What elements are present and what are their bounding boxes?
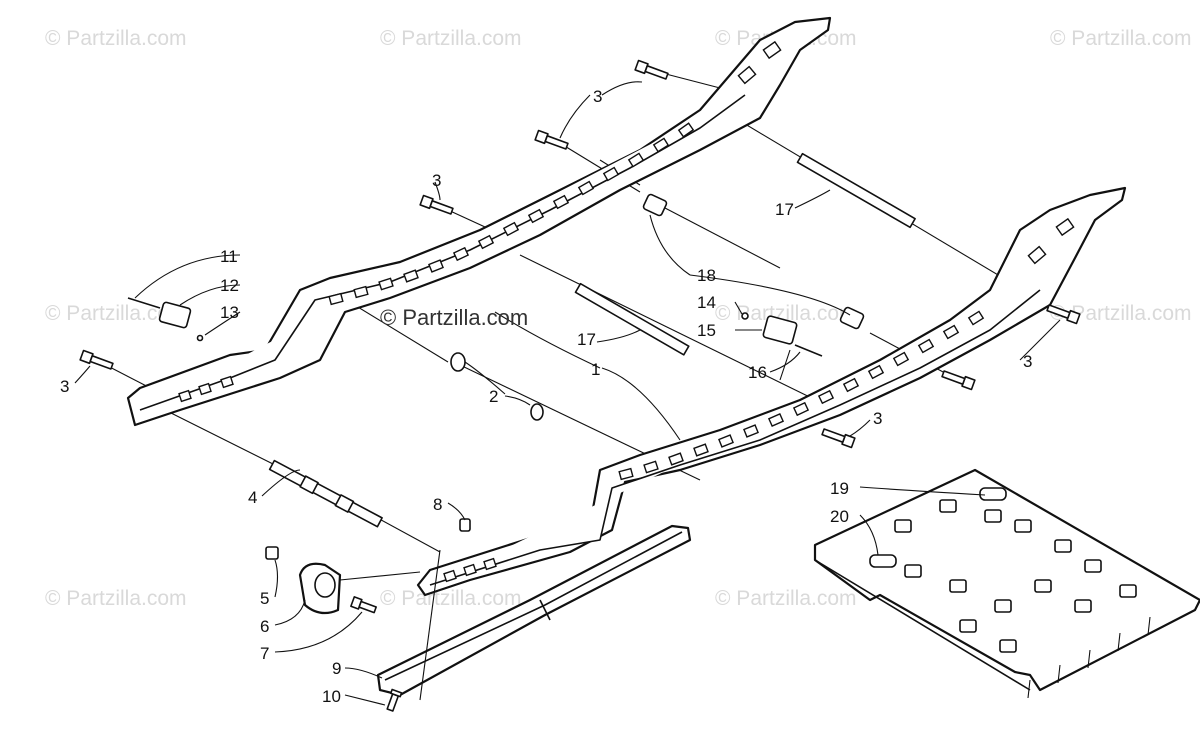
shaft-icon [796, 152, 916, 229]
block-icon [158, 301, 192, 329]
callout-12: 12 [220, 276, 239, 295]
callout-6: 6 [260, 617, 269, 636]
callout-20: 20 [830, 507, 849, 526]
axle-icon [268, 459, 383, 528]
callout-15: 15 [697, 321, 716, 340]
nut-icon [741, 312, 749, 320]
watermark-text: © Partzilla.com [1050, 302, 1192, 325]
slide [376, 524, 692, 712]
callout-17: 17 [577, 330, 596, 349]
track-clips [869, 487, 1007, 568]
wheel-cap-icon [298, 562, 342, 615]
washer-icon [450, 352, 466, 372]
rail-right [416, 186, 1127, 597]
track-lugs [894, 499, 1137, 653]
axle [268, 459, 383, 528]
rail-left [126, 16, 832, 427]
screw-icon [794, 344, 823, 357]
watermark-text: © Partzilla.com [380, 27, 522, 50]
callout-8: 8 [433, 495, 442, 514]
callout-19: 19 [830, 479, 849, 498]
rail-left-slots [178, 40, 782, 403]
nut-icon [265, 546, 279, 560]
assembly-lines [99, 72, 1061, 581]
screw-icon [386, 688, 403, 712]
bolt-parts [79, 59, 1081, 449]
idler-parts [265, 518, 471, 615]
callout-13: 13 [220, 303, 239, 322]
watermark-text: © Partzilla.com [380, 587, 522, 610]
nut-icon [459, 518, 471, 532]
callout-10: 10 [322, 687, 341, 706]
bolt-icon [419, 194, 454, 215]
watermark-text: © Partzilla.com [45, 587, 187, 610]
callout-3: 3 [1023, 352, 1032, 371]
callout-3: 3 [873, 409, 882, 428]
callout-3: 3 [60, 377, 69, 396]
pin-icon [127, 297, 161, 309]
callout-1: 1 [591, 360, 600, 379]
callout-5: 5 [260, 589, 269, 608]
callout-16: 16 [748, 363, 767, 382]
watermark-text: © Partzilla.com [715, 587, 857, 610]
watermark-text: © Partzilla.com [45, 302, 187, 325]
spacers [642, 193, 865, 330]
callout-3: 3 [432, 171, 441, 190]
watermark-text: © Partzilla.com [45, 27, 187, 50]
blocks [127, 297, 823, 357]
watermark-center: © Partzilla.com [380, 305, 528, 330]
bolt-icon [1046, 304, 1081, 325]
nut-icon [196, 334, 204, 342]
callouts: 3 3 3 3 3 1 2 4 5 6 7 8 9 10 11 12 13 14… [60, 87, 1032, 706]
bolt-icon [634, 59, 669, 80]
shaft-icon [574, 282, 690, 356]
callout-11: 11 [220, 247, 238, 266]
bolt-icon [350, 596, 377, 614]
bolt-icon [534, 129, 569, 150]
callout-14: 14 [697, 293, 716, 312]
spacer-icon [642, 193, 668, 217]
track [813, 468, 1200, 699]
watermark-text: © Partzilla.com [715, 302, 857, 325]
block-icon [762, 315, 798, 345]
track-studs [1027, 616, 1151, 699]
cross-shafts [574, 152, 916, 356]
callout-3: 3 [593, 87, 602, 106]
bolt-icon [941, 370, 976, 391]
bolt-icon [821, 428, 856, 449]
callout-2: 2 [489, 387, 498, 406]
watermark-text: © Partzilla.com [1050, 27, 1192, 50]
callout-7: 7 [260, 644, 269, 663]
bolt-icon [79, 349, 114, 370]
callout-18: 18 [697, 266, 716, 285]
leader-lines [74, 81, 1061, 706]
callout-17: 17 [775, 200, 794, 219]
callout-9: 9 [332, 659, 341, 678]
callout-4: 4 [248, 488, 257, 507]
rail-right-slots [443, 217, 1075, 583]
washer-icon [530, 403, 544, 421]
